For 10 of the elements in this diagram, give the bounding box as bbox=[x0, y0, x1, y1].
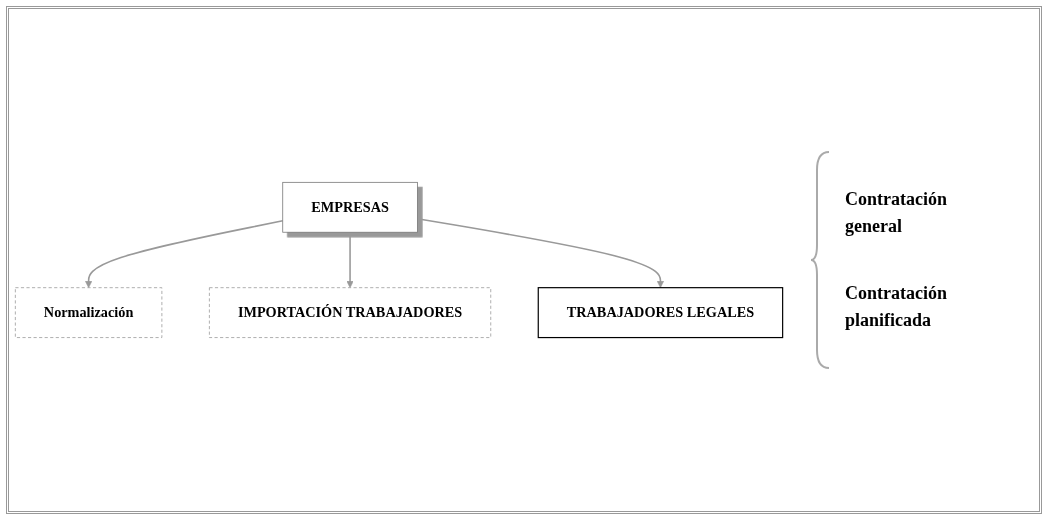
node-box bbox=[537, 287, 784, 339]
note-text: Contratación general bbox=[845, 188, 948, 238]
arrow bbox=[346, 231, 354, 289]
node-box bbox=[209, 287, 492, 338]
node-box bbox=[282, 182, 418, 233]
arrow bbox=[416, 217, 664, 289]
note-text: Contratación planificada bbox=[845, 282, 948, 332]
page-frame: EMPRESAS Normalización IMPORTACIÓN TRABAJADORES TRABAJADORES LEGALES Contratación general Contratación planificada bbox=[6, 6, 1042, 514]
arrow bbox=[85, 220, 284, 289]
node-box bbox=[14, 287, 163, 338]
